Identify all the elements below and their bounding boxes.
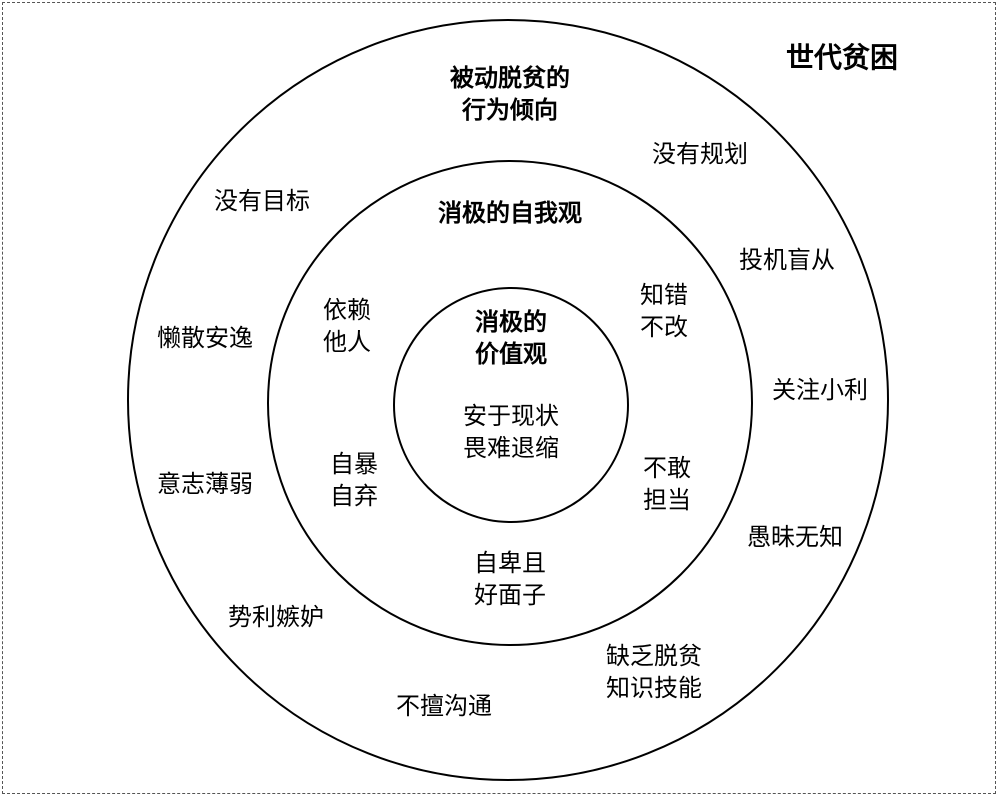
diagram-title: 世代贫困 bbox=[785, 41, 899, 74]
outer-item: 懒散安逸 bbox=[157, 324, 253, 352]
middle-item: 依赖 他人 bbox=[323, 296, 371, 356]
inner-item: 安于现状 畏难退缩 bbox=[463, 402, 559, 462]
outer-circle bbox=[127, 19, 889, 781]
outer-item: 势利嫉妒 bbox=[228, 603, 324, 631]
outer-ring-heading: 被动脱贫的 行为倾向 bbox=[450, 64, 570, 124]
middle-item: 自卑且 好面子 bbox=[474, 549, 546, 609]
outer-item: 缺乏脱贫 知识技能 bbox=[606, 642, 702, 702]
middle-ring-heading: 消极的自我观 bbox=[438, 199, 582, 227]
middle-item: 知错 不改 bbox=[640, 281, 688, 341]
middle-item: 不敢 担当 bbox=[643, 454, 691, 514]
outer-item: 不擅沟通 bbox=[396, 692, 492, 720]
middle-circle bbox=[267, 160, 753, 646]
outer-item: 关注小利 bbox=[772, 376, 868, 404]
outer-item: 投机盲从 bbox=[739, 246, 835, 274]
outer-item: 没有规划 bbox=[652, 140, 748, 168]
outer-item: 愚昧无知 bbox=[747, 523, 843, 551]
outer-item: 没有目标 bbox=[214, 187, 310, 215]
middle-item: 自暴 自弃 bbox=[330, 450, 378, 510]
outer-item: 意志薄弱 bbox=[157, 470, 253, 498]
inner-heading: 消极的 价值观 bbox=[475, 308, 547, 368]
inner-circle bbox=[393, 287, 629, 523]
